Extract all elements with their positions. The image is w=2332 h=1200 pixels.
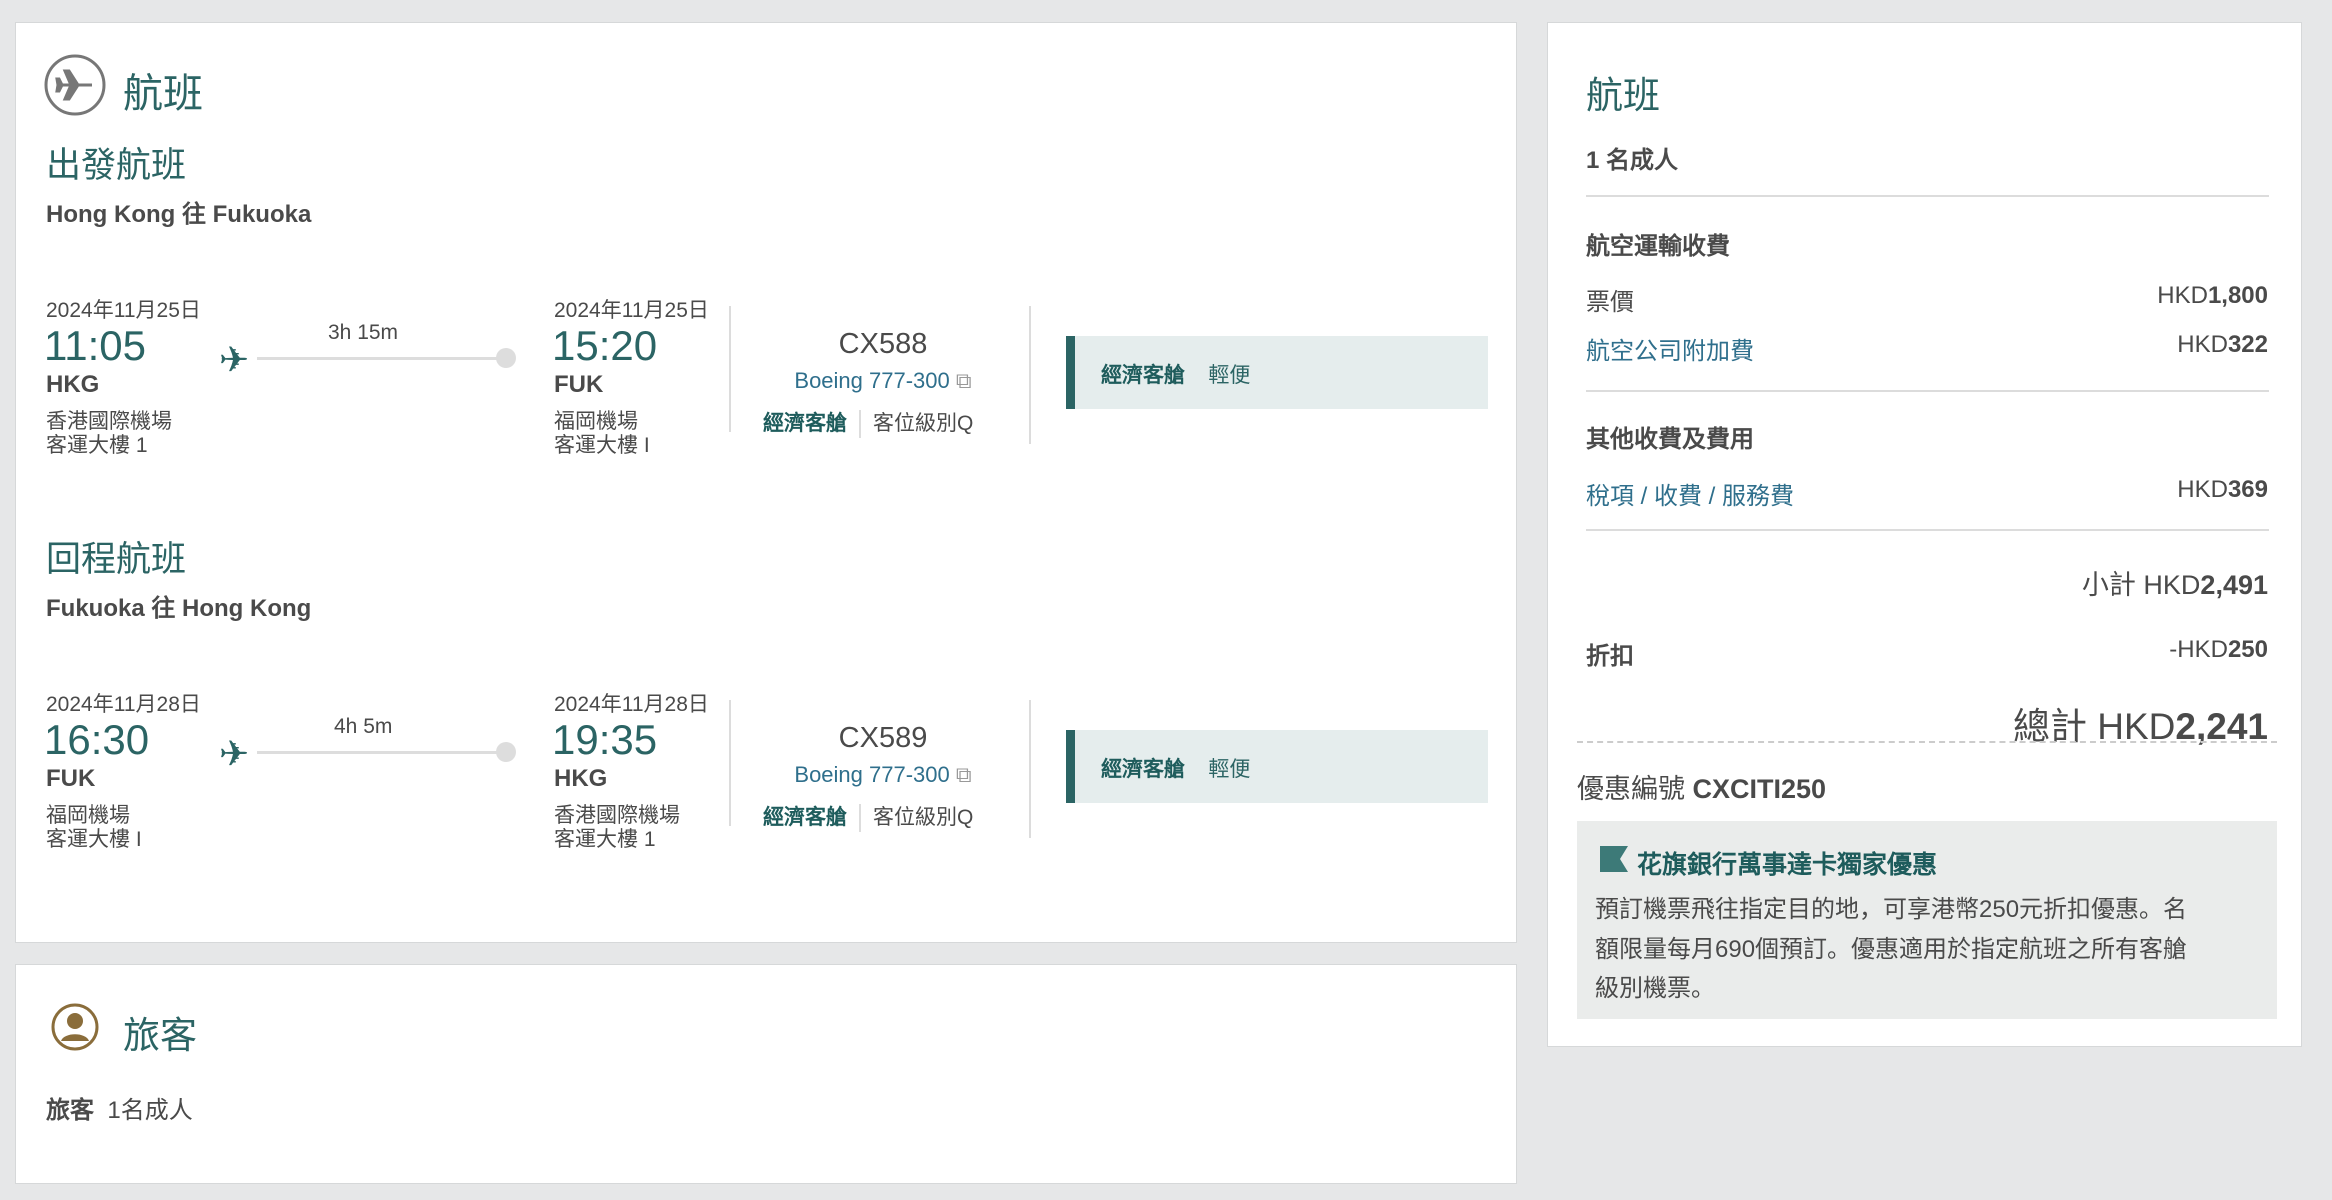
promo-code: 優惠編號 CXCITI250	[1577, 774, 1827, 804]
departure-date: 2024年11月25日	[46, 299, 201, 322]
departure-terminal: 客運大樓 1	[46, 434, 148, 457]
return-route: Fukuoka 往 Hong Kong	[46, 595, 312, 622]
discount-amount: -HKD250	[2169, 636, 2268, 663]
divider	[1029, 700, 1031, 838]
travellers-title: 旅客	[123, 1015, 197, 1056]
fare-cabin: 經濟客艙	[1101, 364, 1185, 387]
route-line	[257, 751, 507, 754]
dashed-divider	[1577, 741, 2277, 743]
divider	[1029, 306, 1031, 444]
departure-date: 2024年11月28日	[46, 693, 201, 716]
summary-title: 航班	[1586, 75, 1660, 116]
popup-icon: ⧉	[955, 762, 972, 787]
air-charges-heading: 航空運輸收費	[1586, 233, 1730, 260]
plane-icon: ✈	[219, 339, 250, 380]
aircraft-link[interactable]: Boeing 777-300 ⧉	[783, 762, 983, 788]
fare-family-box[interactable]: 經濟客艙 輕便	[1066, 730, 1488, 803]
fare-type: 輕便	[1208, 364, 1251, 387]
outbound-heading: 出發航班	[46, 146, 187, 185]
divider	[1586, 390, 2269, 392]
aircraft-label: Boeing 777-300	[794, 368, 950, 393]
arrival-terminal: 客運大樓 I	[554, 434, 650, 457]
arrival-airport: 香港國際機場	[554, 804, 680, 827]
flight-duration: 3h 15m	[328, 321, 399, 344]
fare-type: 輕便	[1208, 758, 1251, 781]
departure-code: HKG	[46, 371, 100, 398]
total: 總計 HKD2,241	[2013, 706, 2268, 747]
flight-number: CX588	[838, 328, 928, 360]
travellers-value: 1名成人	[107, 1097, 193, 1124]
departure-terminal: 客運大樓 I	[46, 828, 142, 851]
plane-circle-icon	[44, 54, 106, 116]
return-heading: 回程航班	[46, 540, 187, 579]
promo-text-line: 級別機票。	[1595, 975, 1715, 1002]
arrival-time: 19:35	[552, 716, 658, 763]
popup-icon: ⧉	[955, 368, 972, 393]
arrival-airport: 福岡機場	[554, 410, 638, 433]
aircraft-link[interactable]: Boeing 777-300 ⧉	[783, 368, 983, 394]
discount-label: 折扣	[1586, 643, 1634, 670]
route-end-dot	[496, 742, 516, 762]
flights-card: 航班 出發航班 Hong Kong 往 Fukuoka 2024年11月25日 …	[15, 22, 1517, 943]
divider	[1586, 195, 2269, 197]
return-section: 回程航班 Fukuoka 往 Hong Kong 2024年11月28日 16:…	[16, 417, 1516, 867]
fare-label: 票價	[1586, 289, 1634, 316]
promo-text-line: 預訂機票飛往指定目的地，可享港幣250元折扣優惠。名	[1595, 896, 2188, 923]
cabin-label: 經濟客艙	[763, 806, 847, 829]
flights-title: 航班	[123, 72, 203, 116]
tax-amount: HKD369	[2177, 476, 2268, 503]
arrival-code: HKG	[554, 765, 608, 792]
passenger-count: 1 名成人	[1586, 147, 1679, 174]
price-summary-card: 航班 1 名成人 航空運輸收費 票價 HKD1,800 航空公司附加費 HKD3…	[1547, 22, 2302, 1047]
travellers-label: 旅客	[46, 1097, 94, 1124]
departure-code: FUK	[46, 765, 96, 792]
divider	[729, 700, 731, 826]
booking-class: 客位級別Q	[873, 412, 974, 435]
route-end-dot	[496, 348, 516, 368]
arrival-date: 2024年11月25日	[554, 299, 709, 322]
booking-class: 客位級別Q	[873, 806, 974, 829]
flight-duration: 4h 5m	[334, 715, 393, 738]
fare-family-box[interactable]: 經濟客艙 輕便	[1066, 336, 1488, 409]
promo-text-line: 額限量每月690個預訂。優惠適用於指定航班之所有客艙	[1595, 936, 2188, 963]
flag-icon	[1600, 846, 1628, 872]
person-circle-icon	[51, 1003, 99, 1051]
arrival-terminal: 客運大樓 1	[554, 828, 656, 851]
route-line	[257, 357, 507, 360]
plane-icon: ✈	[219, 733, 250, 774]
surcharge-amount: HKD322	[2177, 331, 2268, 358]
fare-amount: HKD1,800	[2157, 282, 2268, 309]
departure-time: 11:05	[44, 322, 146, 369]
departure-airport: 香港國際機場	[46, 410, 172, 433]
arrival-time: 15:20	[552, 322, 658, 369]
travellers-card: 旅客 旅客 1名成人	[15, 964, 1517, 1184]
other-charges-heading: 其他收費及費用	[1586, 426, 1754, 453]
surcharge-link[interactable]: 航空公司附加費	[1586, 338, 1754, 365]
fare-cabin: 經濟客艙	[1101, 758, 1185, 781]
travellers-summary: 旅客 1名成人	[46, 1090, 193, 1125]
promo-box: 花旗銀行萬事達卡獨家優惠 預訂機票飛往指定目的地，可享港幣250元折扣優惠。名 …	[1577, 821, 2277, 1019]
flight-number: CX589	[838, 722, 928, 754]
outbound-route: Hong Kong 往 Fukuoka	[46, 201, 312, 228]
aircraft-label: Boeing 777-300	[794, 762, 950, 787]
departure-time: 16:30	[44, 716, 150, 763]
arrival-date: 2024年11月28日	[554, 693, 709, 716]
promo-title: 花旗銀行萬事達卡獨家優惠	[1637, 851, 1938, 879]
divider	[1586, 529, 2269, 531]
arrival-code: FUK	[554, 371, 604, 398]
departure-airport: 福岡機場	[46, 804, 130, 827]
cabin-label: 經濟客艙	[763, 412, 847, 435]
taxes-link[interactable]: 稅項 / 收費 / 服務費	[1586, 483, 1795, 510]
cabin-info: 經濟客艙 客位級別Q	[763, 801, 974, 833]
divider	[729, 306, 731, 432]
cabin-info: 經濟客艙 客位級別Q	[763, 407, 974, 439]
subtotal: 小計 HKD2,491	[2081, 570, 2268, 600]
